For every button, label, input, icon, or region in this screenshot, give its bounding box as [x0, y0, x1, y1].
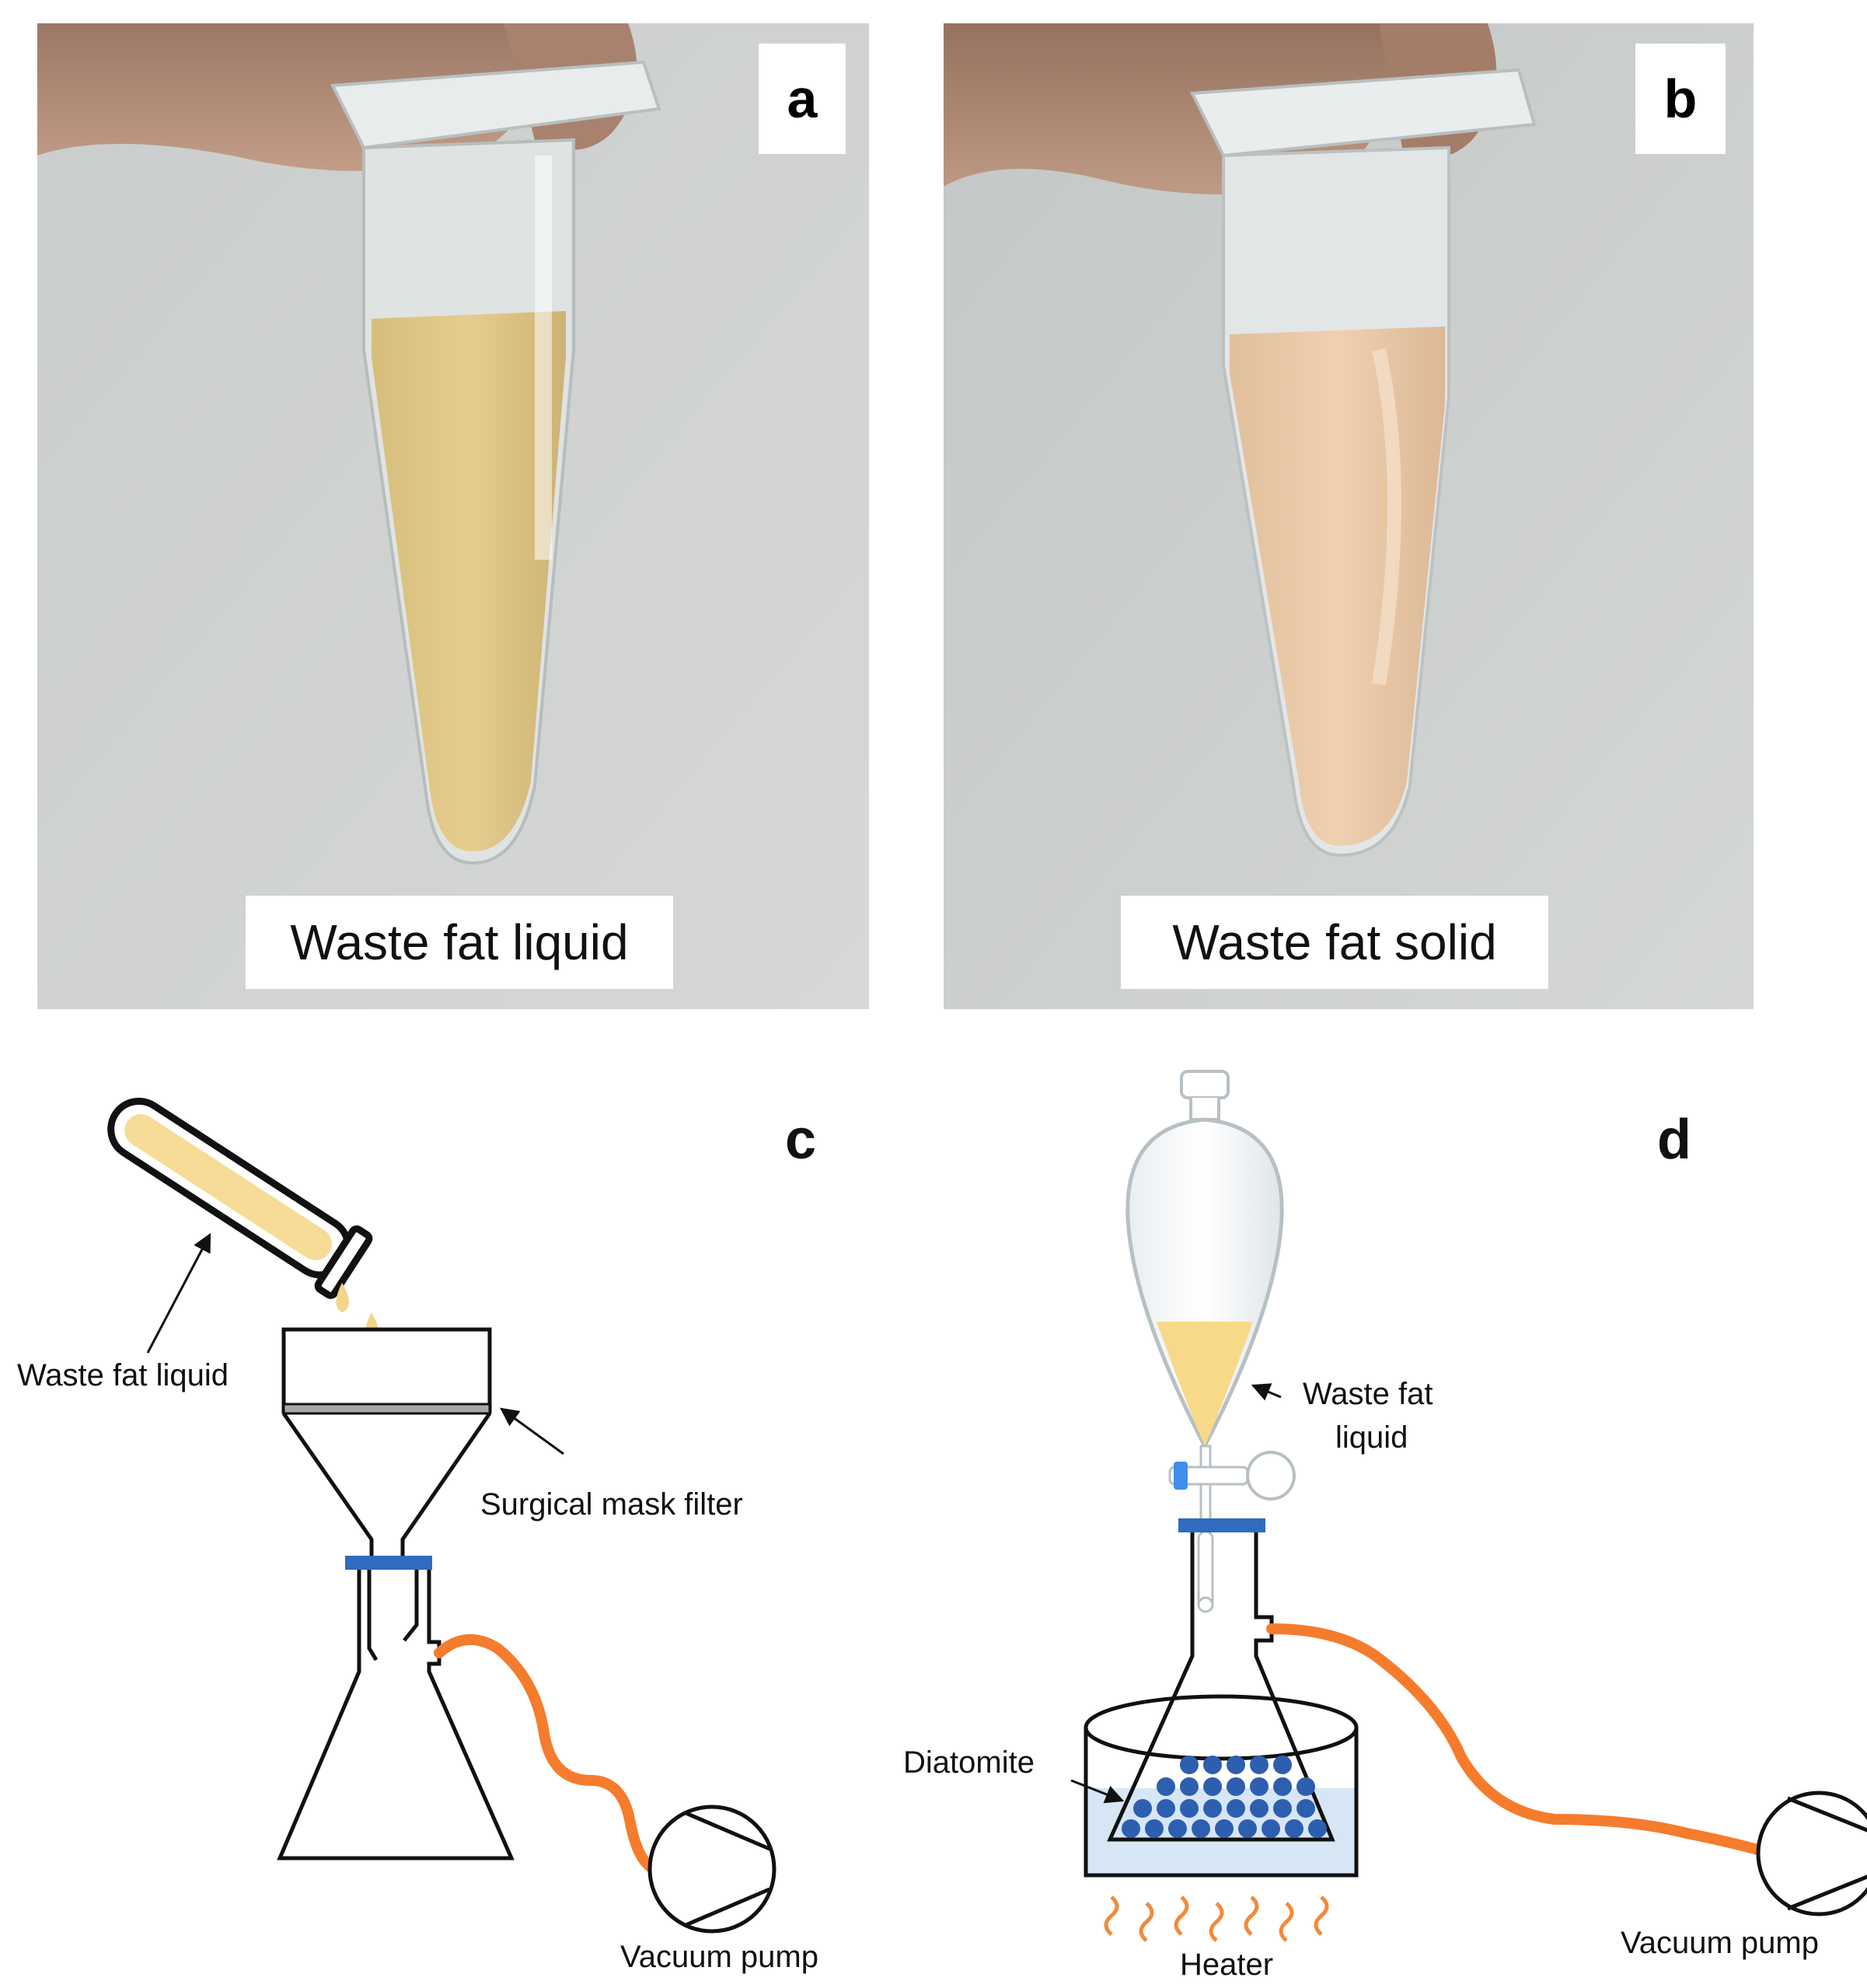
photo-waste-fat-liquid: a Waste fat liquid — [37, 23, 869, 1009]
heat-wave — [1244, 1895, 1259, 1936]
caption-waste-fat-liquid: Waste fat liquid — [246, 896, 673, 989]
heater-icon — [1104, 1895, 1329, 1942]
diatomite-bead — [1296, 1799, 1315, 1818]
vacuum-pump-icon-c — [647, 1805, 776, 1934]
vacuum-hose-c — [434, 1633, 660, 1874]
arrow-diatomite — [1070, 1779, 1125, 1804]
arrow-filter — [500, 1407, 564, 1455]
diatomite-bead — [1180, 1799, 1199, 1818]
diatomite-bead — [1157, 1777, 1175, 1796]
panel-letter-a: a — [759, 44, 846, 154]
test-tube — [107, 1097, 373, 1299]
diatomite-bead — [1285, 1819, 1303, 1838]
panel-letter-b: b — [1635, 44, 1726, 154]
diatomite-bead — [1250, 1756, 1269, 1774]
label-vacuum-pump-d: Vacuum pump — [1621, 1926, 1819, 1960]
diatomite-bead — [1180, 1756, 1199, 1774]
diatomite-bead — [1250, 1777, 1269, 1796]
diatomite-beads — [1122, 1756, 1327, 1838]
diatomite-bead — [1227, 1756, 1245, 1774]
label-diatomite: Diatomite — [903, 1745, 1035, 1780]
heat-wave — [1314, 1895, 1329, 1936]
diatomite-bead — [1145, 1819, 1164, 1838]
diatomite-bead — [1238, 1819, 1257, 1838]
diatomite-bead — [1133, 1799, 1152, 1818]
tube-liquid-illustration — [37, 23, 869, 1009]
vacuum-hose-d — [1266, 1623, 1771, 1857]
diatomite-bead — [1296, 1777, 1315, 1796]
diatomite-bead — [1122, 1819, 1140, 1838]
heat-wave — [1139, 1902, 1154, 1942]
arrow-waste-liquid — [146, 1232, 211, 1354]
filter-flask-d — [1107, 1532, 1335, 1842]
caption-waste-fat-solid: Waste fat solid — [1121, 896, 1548, 989]
diatomite-bead — [1273, 1777, 1292, 1796]
diatomite-bead — [1157, 1799, 1175, 1818]
diatomite-bead — [1227, 1777, 1245, 1796]
diatomite-bead — [1168, 1819, 1187, 1838]
buchner-funnel — [281, 1327, 492, 1563]
arrow-waste-fat-d — [1251, 1383, 1282, 1401]
diatomite-bead — [1192, 1819, 1210, 1838]
tube-solid-illustration — [944, 23, 1754, 1009]
diatomite-bead — [1180, 1777, 1199, 1796]
filter-flask-c — [277, 1570, 515, 1860]
diatomite-bead — [1227, 1799, 1245, 1818]
label-vacuum-pump-c: Vacuum pump — [620, 1940, 818, 1974]
label-heater: Heater — [1180, 1948, 1273, 1982]
diatomite-bead — [1203, 1777, 1222, 1796]
vacuum-pump-icon-d — [1756, 1791, 1867, 1916]
panel-letter-c: c — [785, 1109, 816, 1171]
label-waste-fat-d: Waste fat — [1303, 1377, 1433, 1411]
panel-letter-d: d — [1657, 1109, 1691, 1171]
diatomite-bead — [1273, 1756, 1292, 1774]
heat-wave — [1209, 1902, 1224, 1942]
surgical-mask-filter — [282, 1403, 491, 1415]
heat-wave — [1174, 1895, 1189, 1936]
diatomite-bead — [1215, 1819, 1234, 1838]
label-waste-fat-liquid-c: Waste fat liquid — [17, 1358, 229, 1392]
label-surgical-mask-filter: Surgical mask filter — [480, 1487, 743, 1522]
diatomite-bead — [1203, 1756, 1222, 1774]
diatomite-bead — [1308, 1819, 1327, 1838]
label-liquid-d: liquid — [1335, 1420, 1408, 1455]
separatory-funnel — [1125, 1070, 1296, 1613]
finger — [944, 23, 1392, 194]
diatomite-bead — [1203, 1799, 1222, 1818]
clamp-d — [1178, 1518, 1265, 1532]
diatomite-bead — [1273, 1799, 1292, 1818]
diatomite-bead — [1250, 1799, 1269, 1818]
photo-waste-fat-solid: b Waste fat solid — [944, 23, 1754, 1009]
heat-wave — [1279, 1902, 1294, 1942]
diatomite-bead — [1262, 1819, 1280, 1838]
clamp-c — [345, 1556, 432, 1570]
stopcock-handle — [1174, 1462, 1188, 1490]
heat-wave — [1104, 1895, 1119, 1936]
